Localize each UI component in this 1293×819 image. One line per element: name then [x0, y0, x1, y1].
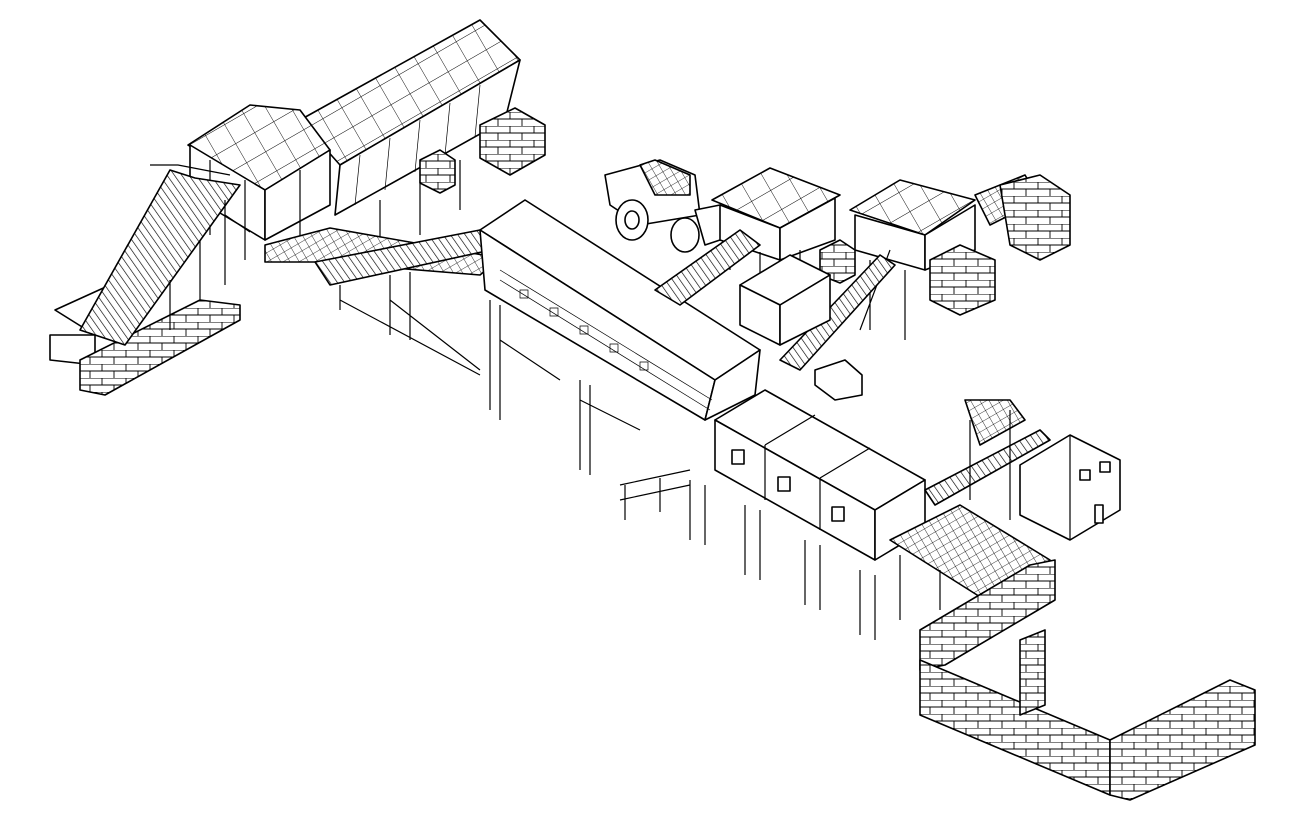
window-icon [777, 476, 791, 492]
drive-housing [739, 254, 863, 401]
window-icon [731, 449, 745, 465]
small-shed [711, 167, 841, 280]
auxiliary-building [1019, 434, 1121, 541]
covered-storage-shed [299, 19, 521, 260]
brick-pillar [419, 107, 546, 194]
brick-wall [919, 559, 1256, 801]
conveyor-bridge [819, 174, 1071, 316]
window-icon [831, 506, 845, 522]
small-shed [849, 179, 976, 340]
wheel-loader [604, 159, 736, 253]
inclined-belt-conveyor [654, 229, 896, 371]
operator-cabins [619, 389, 926, 640]
transfer-conveyor [264, 227, 501, 376]
inclined-belt-conveyor [79, 164, 241, 346]
trommel-screen-housing [479, 199, 761, 475]
